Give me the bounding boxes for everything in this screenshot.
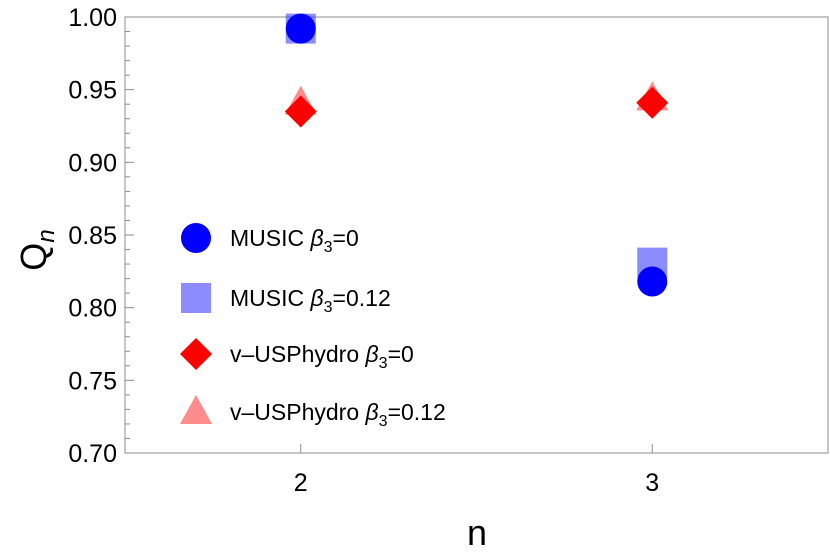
legend-marker-triangle bbox=[180, 395, 212, 424]
legend-marker-square bbox=[181, 283, 211, 313]
legend-beta-symbol: β bbox=[365, 399, 379, 425]
y-tick-label: 1.00 bbox=[68, 4, 117, 32]
y-axis-title-subscript: n bbox=[33, 229, 60, 242]
data-point-diamond bbox=[636, 86, 669, 119]
legend-beta-symbol: β bbox=[365, 341, 379, 367]
legend-entry-label: v–USPhydro β3=0 bbox=[230, 341, 414, 372]
y-tick-label: 0.75 bbox=[68, 367, 117, 395]
legend-marker-circle bbox=[181, 223, 211, 253]
legend-beta-subscript: 3 bbox=[379, 355, 388, 372]
legend-beta-subscript: 3 bbox=[324, 239, 333, 256]
y-tick-label: 0.80 bbox=[68, 295, 117, 323]
legend-entry-text: v–USPhydro bbox=[230, 341, 366, 367]
legend-beta-subscript: 3 bbox=[324, 299, 333, 316]
x-axis-title: n bbox=[467, 512, 487, 553]
legend-beta-symbol: β bbox=[310, 225, 324, 251]
legend-beta-symbol: β bbox=[310, 285, 324, 311]
y-tick-label: 0.85 bbox=[68, 222, 117, 250]
y-axis-title: Qn bbox=[13, 229, 60, 270]
y-tick-label: 0.90 bbox=[68, 149, 117, 177]
data-point-circle bbox=[637, 266, 668, 297]
legend-beta-subscript: 3 bbox=[379, 413, 388, 430]
legend-entry-text: v–USPhydro bbox=[230, 399, 366, 425]
legend-beta-value: =0.12 bbox=[388, 399, 446, 425]
legend-beta-value: =0.12 bbox=[333, 285, 391, 311]
y-axis-title-main: Q bbox=[13, 243, 54, 271]
y-tick-label: 0.95 bbox=[68, 77, 117, 105]
y-axis: 0.70 0.75 0.80 0.85 0.90 0.95 1.00 bbox=[68, 4, 134, 468]
legend-marker-diamond bbox=[180, 338, 212, 370]
data-markers bbox=[284, 13, 669, 297]
x-tick-label: 3 bbox=[645, 469, 659, 497]
data-point-diamond bbox=[284, 95, 317, 128]
data-point-circle bbox=[285, 13, 316, 44]
legend-entry-label: MUSIC β3=0 bbox=[230, 225, 359, 256]
legend-entry-text: MUSIC bbox=[230, 225, 311, 251]
legend-entry-label: MUSIC β3=0.12 bbox=[230, 285, 391, 316]
legend-beta-value: =0 bbox=[388, 341, 414, 367]
legend-entry-text: MUSIC bbox=[230, 285, 311, 311]
legend-entry-label: v–USPhydro β3=0.12 bbox=[230, 399, 446, 430]
legend-beta-value: =0 bbox=[333, 225, 359, 251]
y-tick-label: 0.70 bbox=[68, 440, 117, 468]
x-tick-label: 2 bbox=[294, 469, 308, 497]
